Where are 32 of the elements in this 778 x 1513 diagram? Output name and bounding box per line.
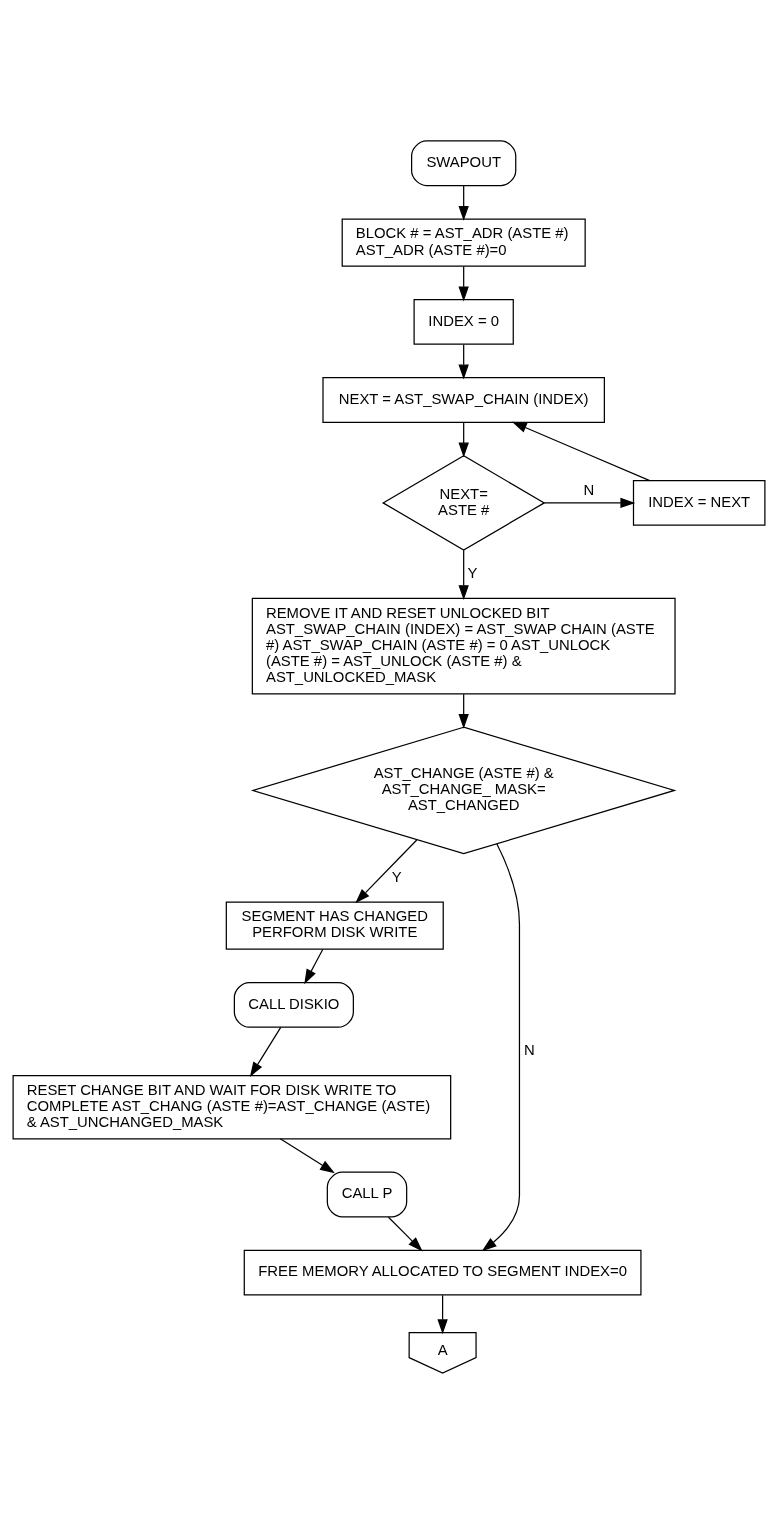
arrow xyxy=(279,1137,335,1173)
node-box: RESET CHANGE BIT AND WAIT FOR DISK WRITE TO COMPLETE AST_CHANG (ASTE #)=AST_CHANGE (ASTE) & AST_UNCHANGED_MASK xyxy=(12,1074,452,1139)
edge-label: N xyxy=(583,481,595,498)
arrow xyxy=(458,421,469,457)
arrow xyxy=(387,1216,423,1251)
node-diamond: NEXT= ASTE # xyxy=(381,454,546,551)
node-box: SEGMENT HAS CHANGED PERFORM DISK WRITE xyxy=(225,900,444,950)
node-diamond: AST_CHANGE (ASTE #) & AST_CHANGE_ MASK= AST_CHANGED xyxy=(250,726,677,854)
node-box: CALL P xyxy=(326,1171,408,1217)
arrow xyxy=(458,693,469,729)
edge-label: N xyxy=(524,1041,535,1058)
arrow xyxy=(458,184,469,221)
arrow xyxy=(355,838,418,903)
arrow xyxy=(481,842,521,1251)
arrow xyxy=(458,343,469,379)
arrow xyxy=(249,1026,282,1077)
edge-label: Y xyxy=(467,564,478,581)
node-box: FREE MEMORY ALLOCATED TO SEGMENT INDEX=0 xyxy=(243,1249,642,1296)
arrow xyxy=(543,497,636,508)
node-box: NEXT = AST_SWAP_CHAIN (INDEX) xyxy=(322,376,605,423)
node-box: INDEX = NEXT xyxy=(632,479,766,526)
node-box: INDEX = 0 xyxy=(413,298,514,345)
node-box: CALL DISKIO xyxy=(233,981,354,1028)
node-box: REMOVE IT AND RESET UNLOCKED BIT AST_SWAP_CHAIN (INDEX) = AST_SWAP CHAIN (ASTE #) AST_SWAP_CHAIN (ASTE #) = 0 AST_UNLOCK (ASTE #) = AST_UNLOCK (ASTE #) & AST_UNLOCKED_MASK xyxy=(251,597,676,694)
arrow xyxy=(304,948,324,984)
arrow xyxy=(437,1294,448,1334)
edge-label: Y xyxy=(391,868,402,885)
node-box: SWAPOUT xyxy=(411,139,517,186)
arrow xyxy=(458,265,469,301)
arrow xyxy=(458,549,469,600)
arrow xyxy=(511,421,651,481)
node-box: BLOCK # = AST_ADR (ASTE #) AST_ADR (ASTE #)=0 xyxy=(341,217,586,267)
